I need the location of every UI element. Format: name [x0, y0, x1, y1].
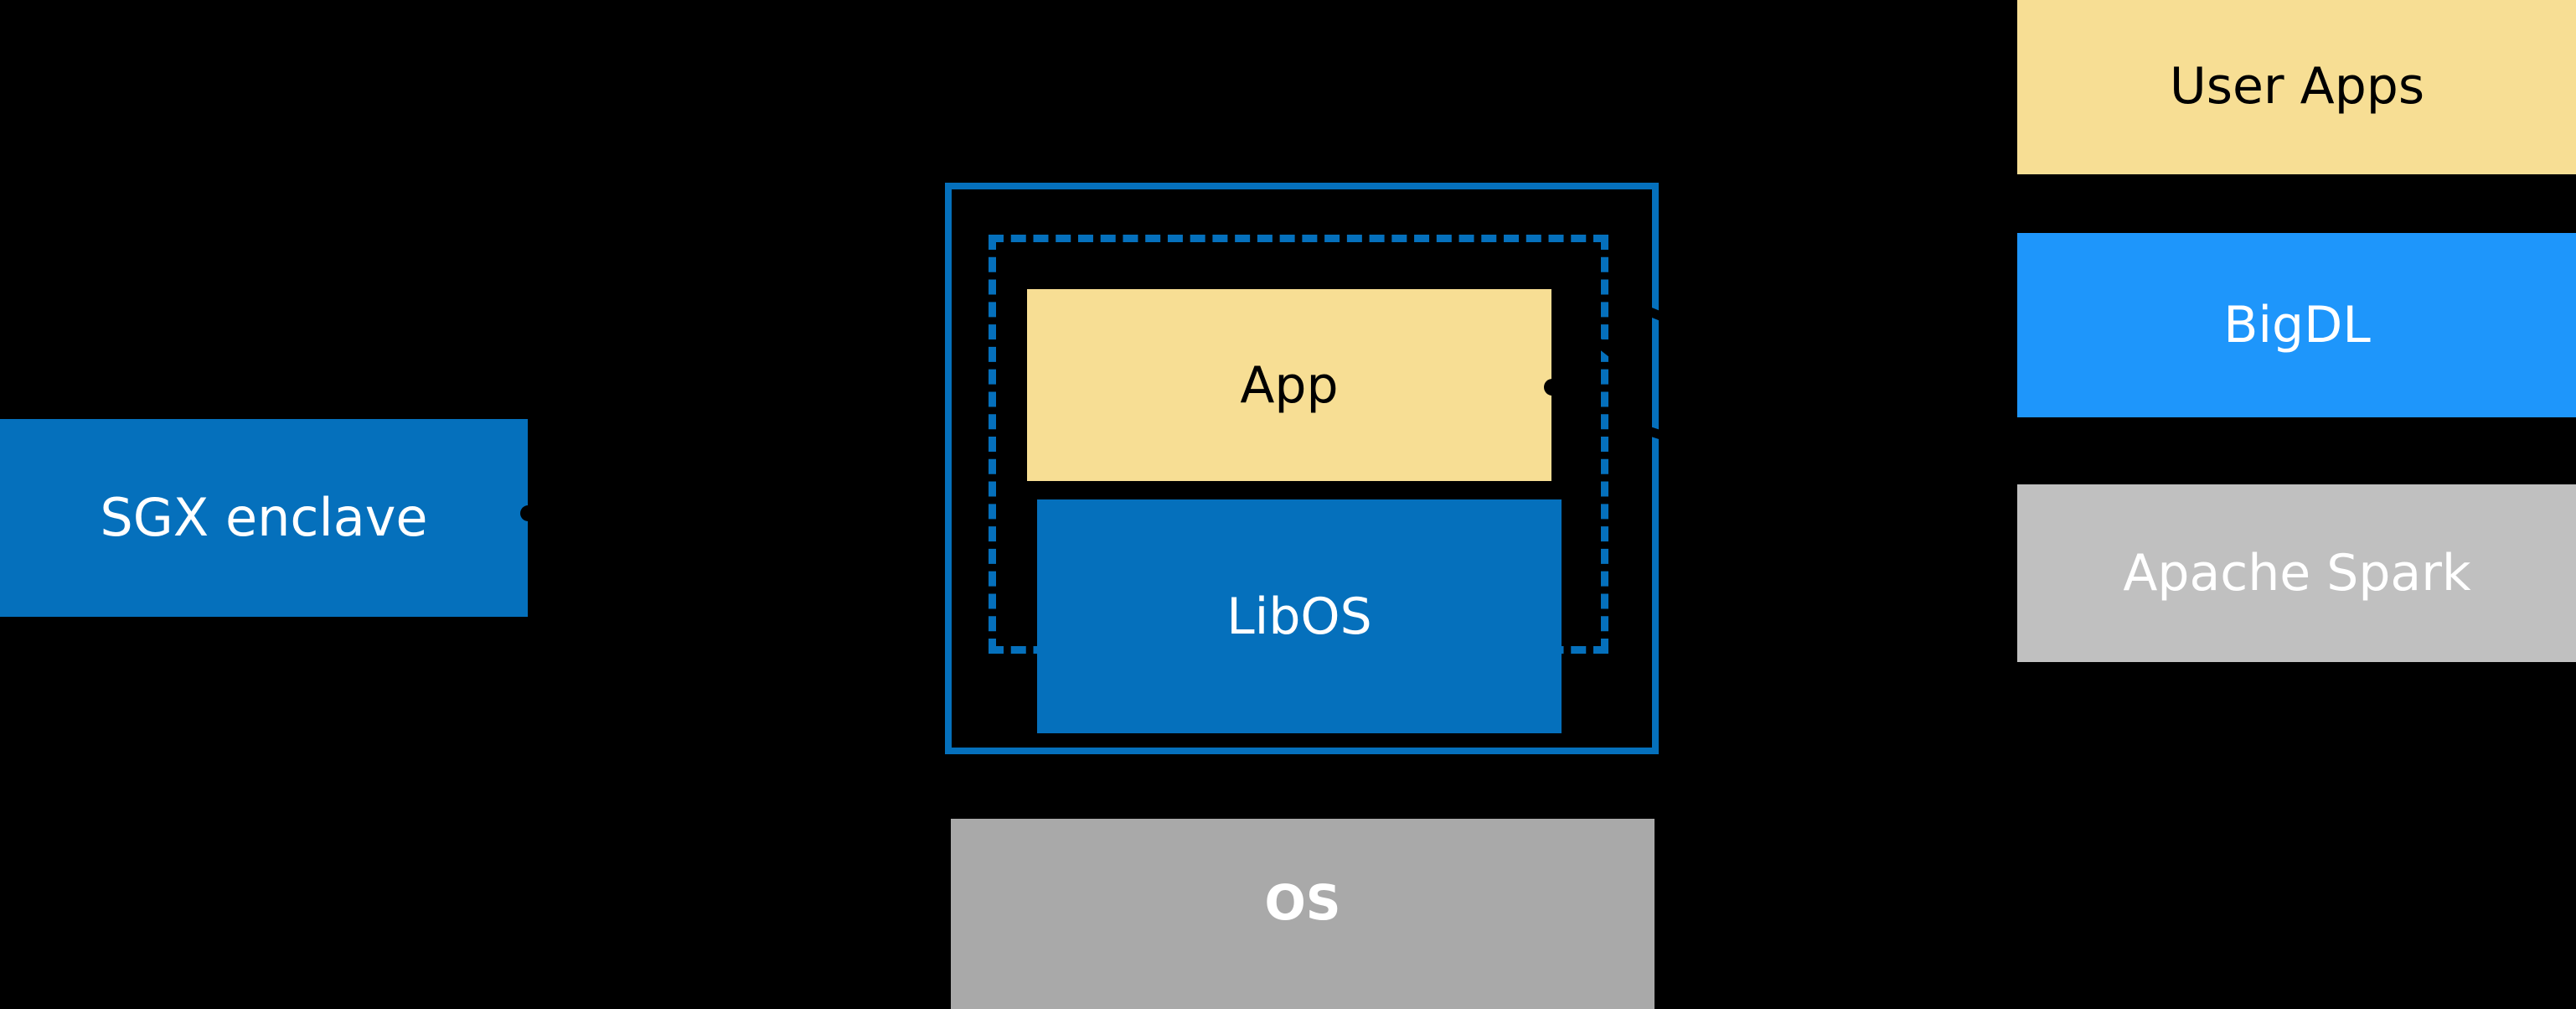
user-apps-box: User Apps — [2017, 0, 2576, 174]
user-apps-label: User Apps — [2169, 57, 2425, 116]
libos-label: LibOS — [1226, 587, 1372, 646]
app-connector-endpoint-dot — [1544, 379, 1561, 396]
app-box: App — [1027, 289, 1551, 481]
sgx-connector-endpoint-dot — [520, 505, 536, 521]
bigdl-box: BigDL — [2017, 233, 2576, 417]
os-label: OS — [1264, 874, 1341, 932]
sgx-enclave-box: SGX enclave — [0, 419, 528, 617]
apache-spark-label: Apache Spark — [2123, 544, 2471, 603]
app-label: App — [1240, 355, 1339, 415]
sgx-enclave-label: SGX enclave — [100, 486, 428, 548]
apache-spark-box: Apache Spark — [2017, 484, 2576, 662]
libos-box: LibOS — [1037, 499, 1562, 733]
os-box: OS — [951, 819, 1655, 1009]
enclave-frame-solid — [945, 183, 1659, 754]
bigdl-label: BigDL — [2223, 296, 2371, 354]
